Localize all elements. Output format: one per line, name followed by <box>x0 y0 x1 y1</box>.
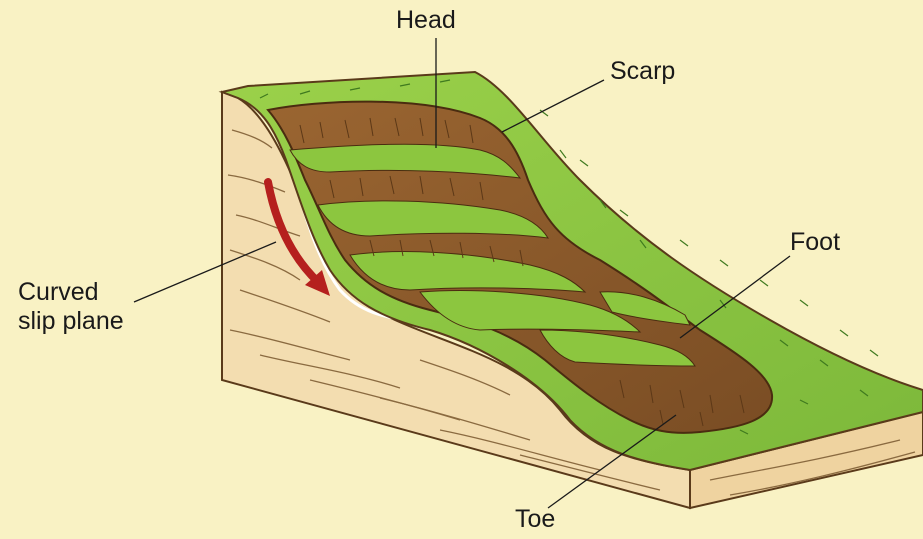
curved-slip-plane-label-line2: slip plane <box>18 307 124 336</box>
curved-slip-plane-label-line1: Curved <box>18 278 124 307</box>
scarp-leader-line <box>502 80 604 132</box>
scarp-label: Scarp <box>610 57 675 86</box>
curved-slip-plane-label: Curved slip plane <box>18 278 124 336</box>
toe-label: Toe <box>515 505 555 534</box>
foot-label: Foot <box>790 228 840 257</box>
head-label: Head <box>396 6 456 35</box>
